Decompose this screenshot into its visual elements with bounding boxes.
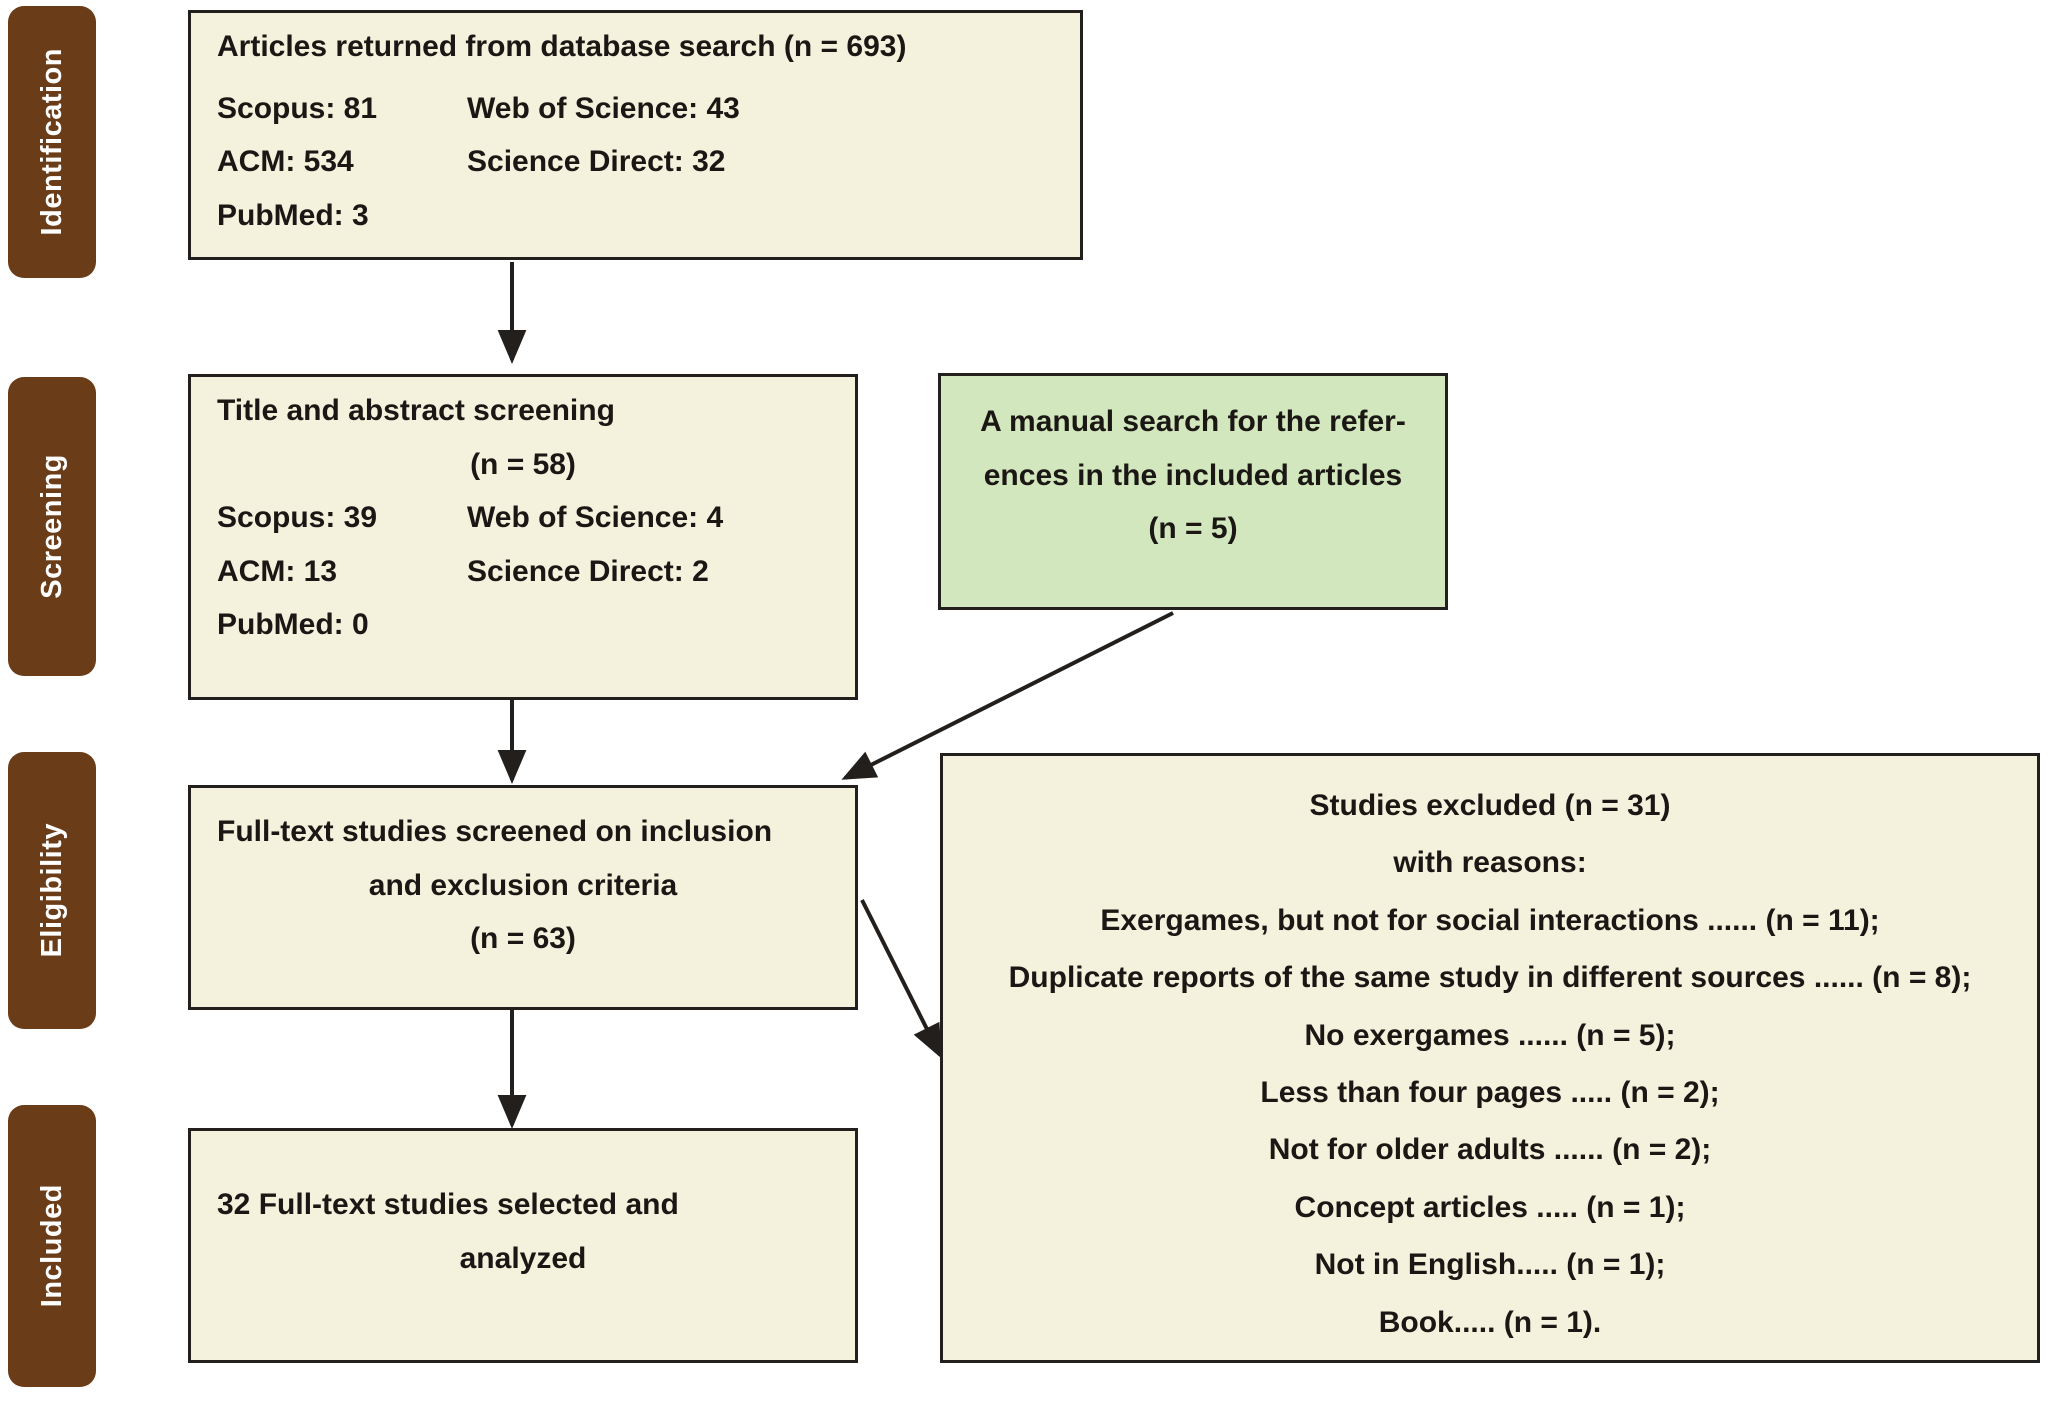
excluded-reason: Book..... (n = 1).: [1378, 1305, 1602, 1339]
stage-tab-label: Screening: [35, 454, 68, 599]
included-line-2: analyzed: [459, 1241, 587, 1275]
eligibility-box: Full-text studies screened on inclusion …: [188, 785, 858, 1010]
source-label: [467, 609, 829, 641]
source-label: Web of Science: 4: [467, 501, 724, 534]
screening-source-row: ACM: 13 Science Direct: 2: [217, 554, 829, 588]
screening-source-row: PubMed: 0: [217, 609, 829, 641]
source-label: Scopus: 39: [217, 501, 378, 534]
excluded-reason: Less than four pages ..... (n = 2);: [1260, 1075, 1720, 1109]
identification-box: Articles returned from database search (…: [188, 10, 1083, 260]
arrow-eligibility-to-excluded: [860, 899, 942, 1059]
source-label: PubMed: 3: [217, 198, 369, 232]
source-label: Web of Science: 43: [467, 91, 740, 125]
stage-tab-eligibility: Eligibility: [8, 752, 96, 1029]
identification-source-row: ACM: 534 Science Direct: 32: [217, 146, 1054, 178]
excluded-box: Studies excluded (n = 31) with reasons: …: [940, 753, 2040, 1363]
manual-search-box: A manual search for the refer- ences in …: [938, 373, 1448, 610]
eligibility-line-1: Full-text studies screened on inclusion: [217, 815, 773, 848]
included-line-1: 32 Full-text studies selected and: [217, 1188, 679, 1221]
source-label: Science Direct: 32: [467, 145, 726, 178]
excluded-subheader: with reasons:: [1393, 846, 1587, 880]
source-label: [467, 200, 1054, 232]
excluded-header: Studies excluded (n = 31): [1309, 789, 1671, 822]
eligibility-line-2: and exclusion criteria: [368, 868, 678, 902]
screening-title: Title and abstract screening: [217, 394, 615, 427]
identification-source-row: PubMed: 3: [217, 198, 1054, 232]
excluded-reason: Not for older adults ...... (n = 2);: [1268, 1133, 1712, 1167]
manual-search-count: (n = 5): [1148, 512, 1238, 545]
excluded-reason: Duplicate reports of the same study in d…: [1008, 961, 1972, 995]
included-box: 32 Full-text studies selected and analyz…: [188, 1128, 858, 1363]
stage-tab-label: Included: [35, 1184, 68, 1308]
excluded-reason: Concept articles ..... (n = 1);: [1294, 1190, 1686, 1224]
manual-search-line-1: A manual search for the refer-: [980, 405, 1406, 438]
stage-tab-identification: Identification: [8, 6, 96, 278]
stage-tab-label: Identification: [35, 48, 68, 236]
source-label: ACM: 13: [217, 554, 338, 588]
identification-title: Articles returned from database search (…: [217, 30, 907, 63]
source-label: Science Direct: 2: [467, 554, 709, 588]
stage-tab-included: Included: [8, 1105, 96, 1387]
source-label: PubMed: 0: [217, 608, 369, 641]
stage-tab-screening: Screening: [8, 377, 96, 676]
manual-search-line-2: ences in the included articles: [983, 458, 1403, 492]
source-label: ACM: 534: [217, 145, 354, 178]
screening-count: (n = 58): [470, 447, 576, 481]
stage-tab-label: Eligibility: [35, 823, 68, 958]
source-label: Scopus: 81: [217, 91, 378, 125]
screening-box: Title and abstract screening (n = 58) Sc…: [188, 374, 858, 700]
identification-source-row: Scopus: 81 Web of Science: 43: [217, 91, 1054, 125]
excluded-reason: Exergames, but not for social interactio…: [1100, 903, 1880, 937]
eligibility-count: (n = 63): [470, 922, 576, 955]
screening-source-row: Scopus: 39 Web of Science: 4: [217, 502, 829, 534]
excluded-reason: Not in English..... (n = 1);: [1314, 1248, 1666, 1282]
excluded-reason: No exergames ...... (n = 5);: [1304, 1018, 1676, 1052]
